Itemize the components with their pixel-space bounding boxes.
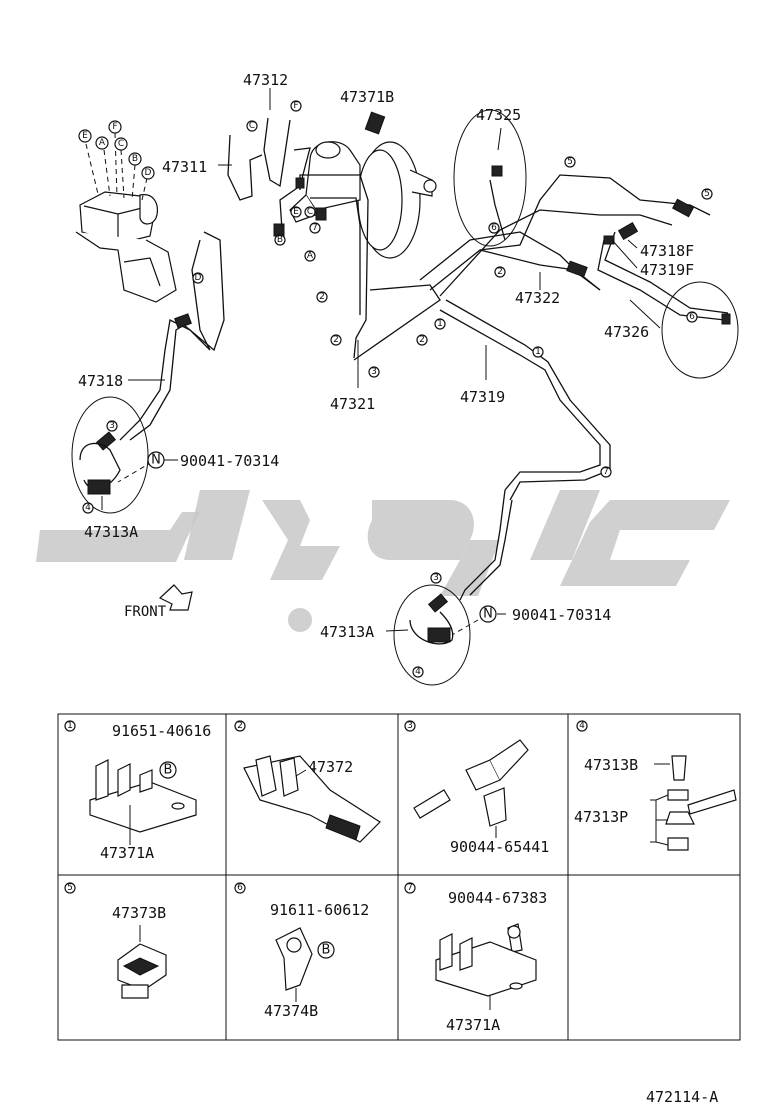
svg-text:6: 6 — [689, 312, 695, 322]
svg-text:47313P: 47313P — [574, 808, 628, 826]
leader-lines — [101, 88, 661, 636]
svg-text:3: 3 — [433, 573, 439, 583]
detail-panel-5: 5 47373B — [64, 882, 167, 999]
svg-text:2: 2 — [419, 335, 425, 345]
svg-text:A: A — [307, 251, 314, 261]
callout-47319f: 47319F — [640, 261, 694, 279]
svg-text:N: N — [151, 453, 161, 468]
svg-text:47373B: 47373B — [112, 904, 166, 922]
connector-B: B — [132, 154, 138, 164]
flex-hose-rear — [409, 611, 454, 645]
watermark-logo — [36, 490, 730, 632]
svg-text:B: B — [277, 235, 283, 245]
svg-text:5: 5 — [67, 883, 73, 893]
callout-47313a-front: 47313A — [84, 523, 138, 541]
svg-text:3: 3 — [407, 721, 413, 731]
abs-connector-letters: E A F C B D — [78, 120, 155, 180]
svg-text:7: 7 — [603, 467, 609, 477]
abs-actuator — [75, 132, 177, 303]
svg-text:47374B: 47374B — [264, 1002, 318, 1020]
detail-panel-7: 7 90044-67383 47371A — [404, 882, 547, 1034]
svg-text:47371A: 47371A — [446, 1016, 500, 1034]
svg-text:3: 3 — [371, 367, 377, 377]
detail-panel-2: 2 47372 — [234, 720, 381, 843]
part-callouts: 47312 47371B 47325 47311 47318F 47319F 4… — [78, 71, 694, 641]
svg-text:47372: 47372 — [308, 758, 353, 776]
front-arrow: FRONT — [124, 584, 193, 620]
connector-C: C — [118, 139, 124, 149]
svg-text:91651-40616: 91651-40616 — [112, 722, 211, 740]
svg-text:D: D — [195, 273, 202, 283]
callout-47313a-rear: 47313A — [320, 623, 374, 641]
svg-text:90044-67383: 90044-67383 — [448, 889, 547, 907]
detail-panel-6: 6 91611-60612 B 47374B — [234, 882, 369, 1020]
svg-text:4: 4 — [579, 721, 585, 731]
svg-text:F: F — [293, 101, 298, 111]
detail-panel-3: 3 90044-65441 — [404, 720, 549, 856]
callout-90041-rear: 90041-70314 — [512, 606, 611, 624]
connector-F: F — [112, 122, 117, 132]
svg-text:2: 2 — [497, 267, 503, 277]
svg-text:4: 4 — [85, 503, 91, 513]
nut-marks: N N — [147, 451, 497, 623]
detail-panel-1: 1 91651-40616 B 47371A — [64, 720, 211, 862]
svg-text:5: 5 — [704, 189, 710, 199]
callout-47321: 47321 — [330, 395, 375, 413]
callout-47319: 47319 — [460, 388, 505, 406]
svg-text:7: 7 — [312, 223, 318, 233]
connector-D: D — [145, 168, 152, 178]
svg-text:2: 2 — [333, 335, 339, 345]
flex-hose-front — [79, 442, 121, 495]
svg-text:90044-65441: 90044-65441 — [450, 838, 549, 856]
svg-text:1: 1 — [437, 319, 443, 329]
svg-text:6: 6 — [237, 883, 243, 893]
front-label: FRONT — [124, 604, 167, 620]
svg-text:C: C — [249, 121, 255, 131]
callout-47371b: 47371B — [340, 88, 394, 106]
detail-grid — [57, 713, 741, 1041]
svg-text:47313B: 47313B — [584, 756, 638, 774]
connector-A: A — [99, 138, 106, 148]
svg-text:7: 7 — [407, 883, 413, 893]
svg-text:2: 2 — [237, 721, 243, 731]
callout-47318: 47318 — [78, 372, 123, 390]
callout-47325: 47325 — [476, 106, 521, 124]
svg-text:91611-60612: 91611-60612 — [270, 901, 369, 919]
brake-booster — [357, 141, 437, 259]
svg-text:N: N — [483, 607, 493, 622]
callout-47322: 47322 — [515, 289, 560, 307]
detail-panel-4: 4 47313B 47313P — [574, 720, 737, 851]
callout-47326: 47326 — [604, 323, 649, 341]
svg-text:B: B — [164, 763, 173, 778]
callout-47318f: 47318F — [640, 242, 694, 260]
svg-text:1: 1 — [535, 347, 541, 357]
diagram-id: 472114-A — [646, 1088, 718, 1106]
detail-ellipses — [71, 109, 739, 686]
connector-E: E — [82, 131, 88, 141]
svg-text:2: 2 — [319, 292, 325, 302]
svg-text:1: 1 — [67, 721, 73, 731]
clamp-position-marks: 5 5 6 2 6 7 2 2 2 1 3 1 7 3 4 3 4 A B C … — [82, 100, 713, 678]
svg-text:3: 3 — [109, 421, 115, 431]
svg-text:47371A: 47371A — [100, 844, 154, 862]
svg-text:C: C — [307, 207, 313, 217]
callout-47311: 47311 — [162, 158, 207, 176]
brake-pipe-routes — [119, 117, 729, 601]
callout-47312: 47312 — [243, 71, 288, 89]
svg-text:4: 4 — [415, 667, 421, 677]
callout-90041-front: 90041-70314 — [180, 452, 279, 470]
svg-text:6: 6 — [491, 223, 497, 233]
svg-text:B: B — [322, 943, 331, 958]
svg-text:5: 5 — [567, 157, 573, 167]
svg-text:E: E — [293, 207, 299, 217]
